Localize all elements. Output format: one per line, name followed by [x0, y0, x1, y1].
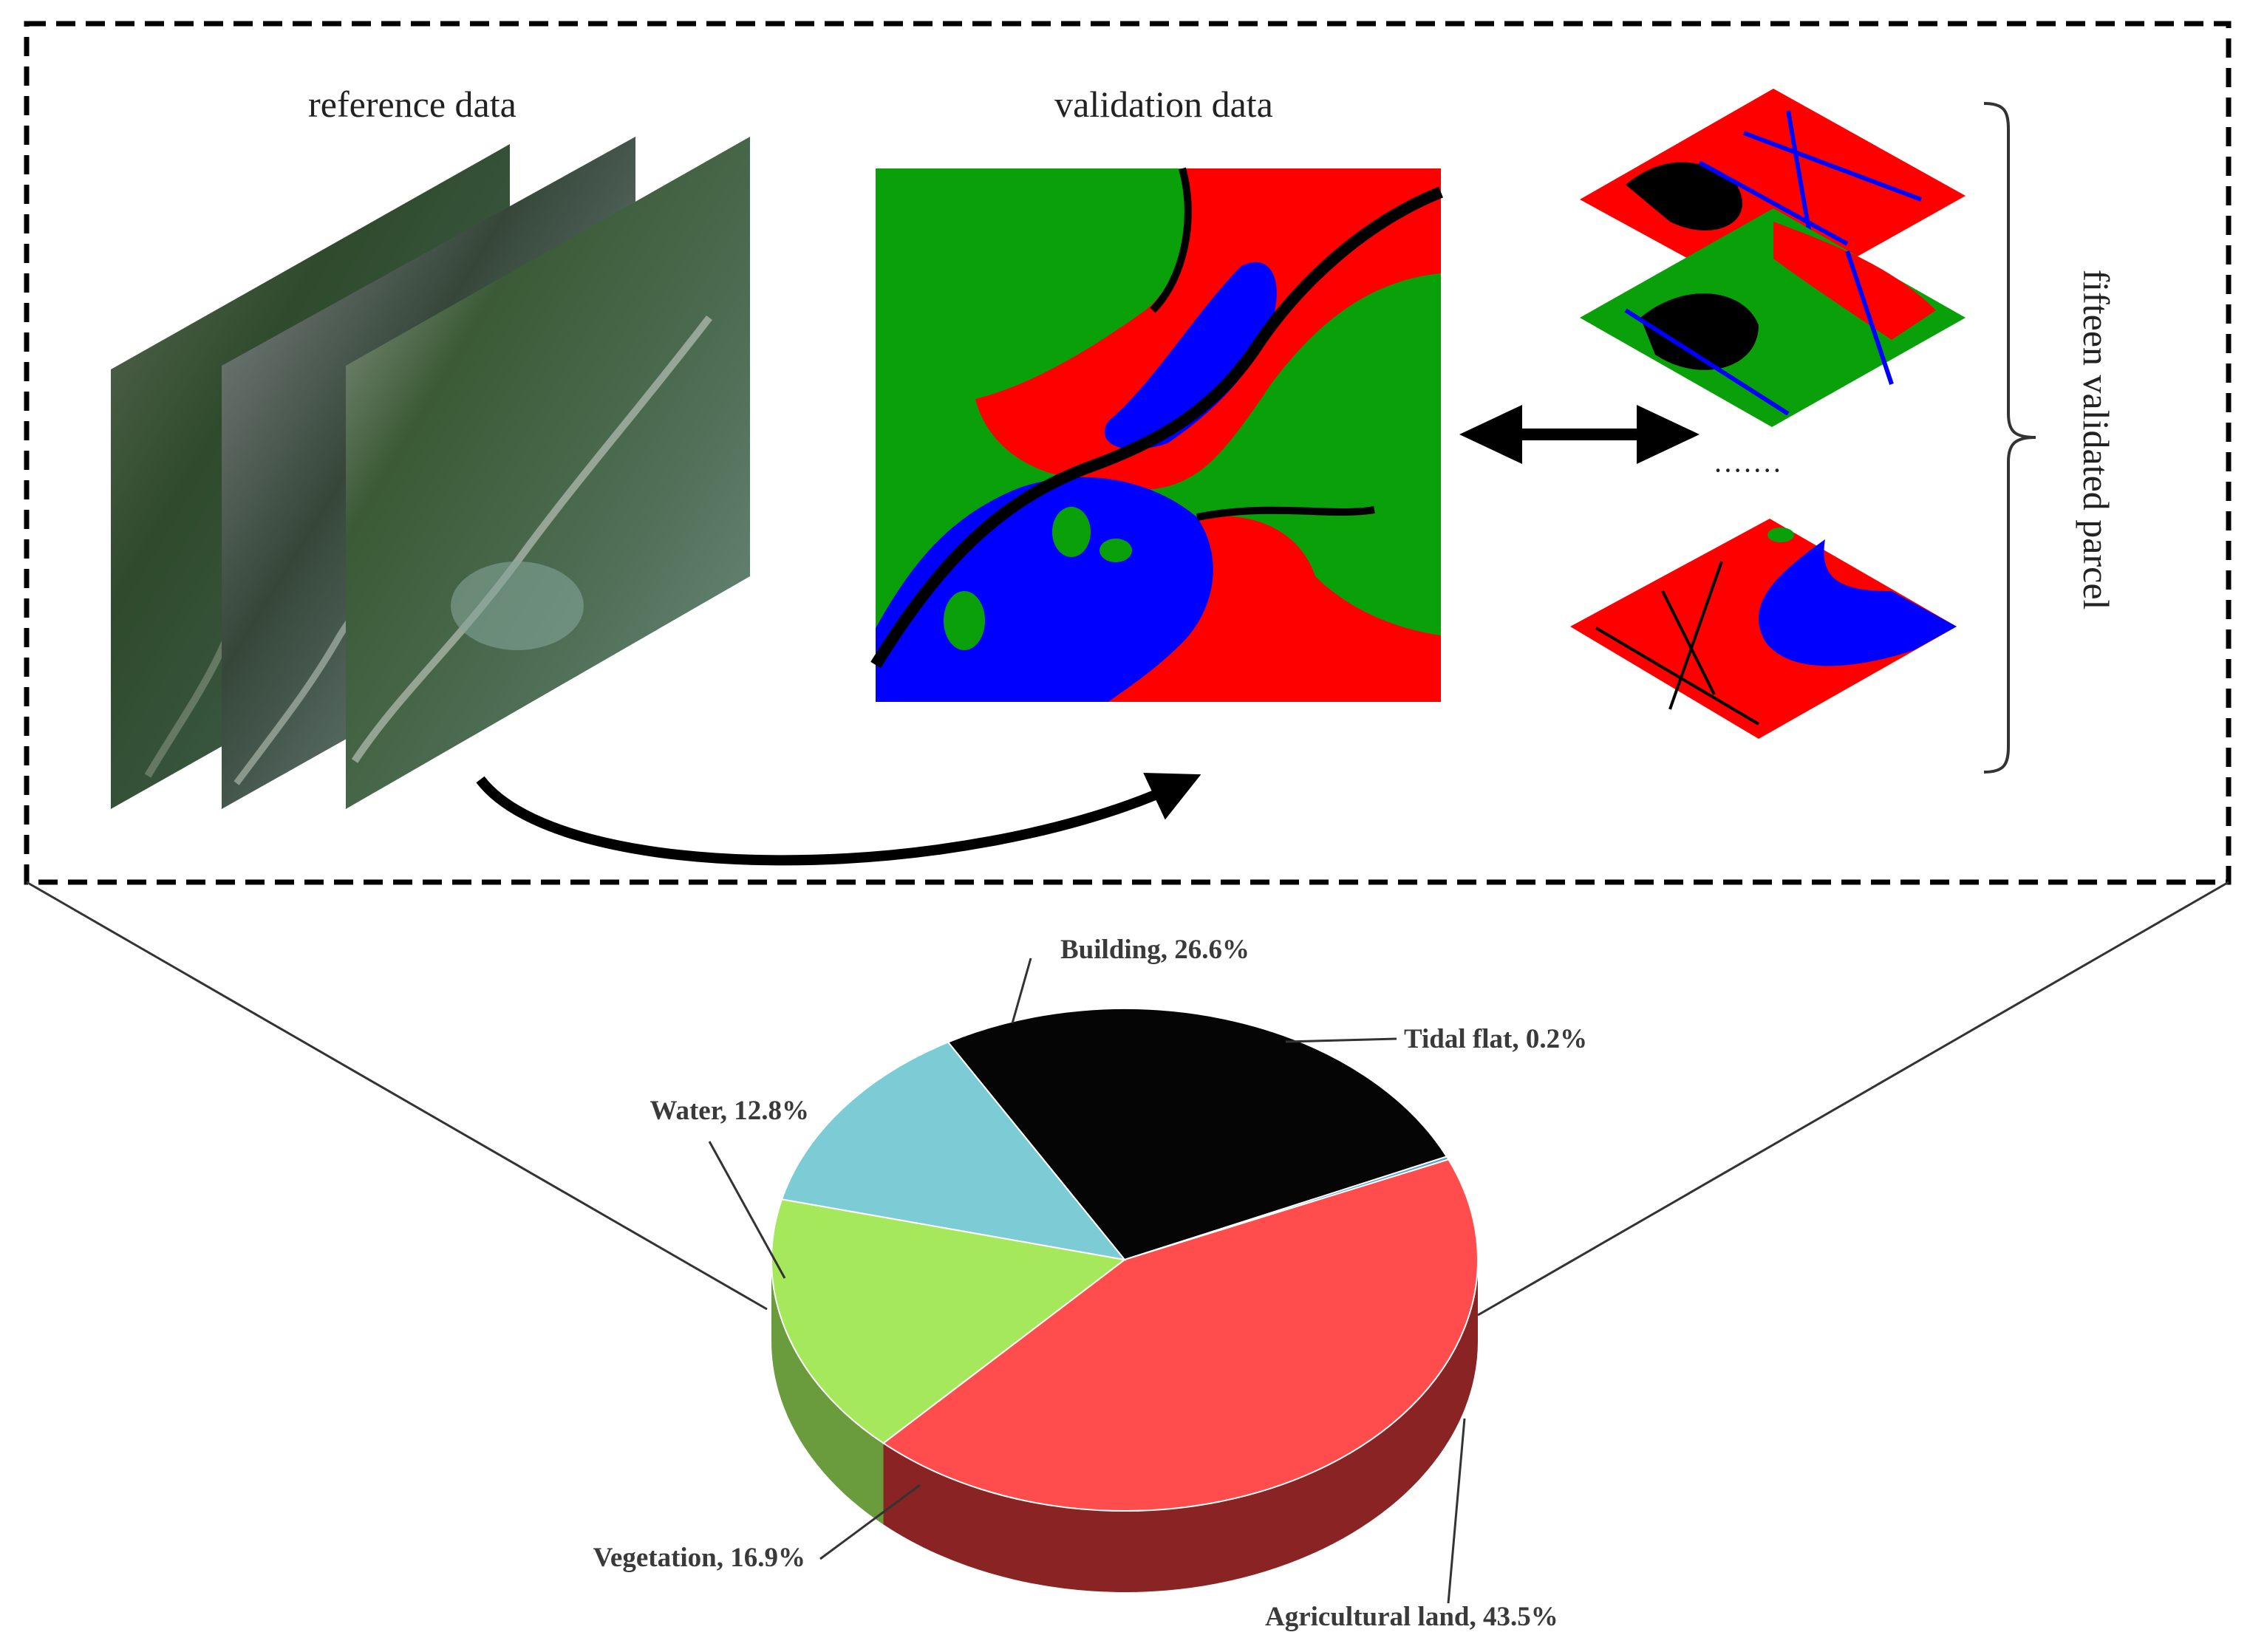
pie-side-vegetation — [771, 1260, 884, 1525]
satellite-image-front — [346, 137, 750, 809]
dashed-frame — [24, 21, 2232, 885]
connector-left — [26, 881, 768, 1311]
connector-right — [1477, 881, 2229, 1317]
parcel-diamond-1 — [1580, 89, 1966, 304]
parcel-bracket — [1983, 102, 2036, 774]
pie-slice-vegetation — [771, 1198, 1127, 1444]
leader-line-building — [1011, 958, 1032, 1024]
map-water-upper — [1104, 262, 1277, 450]
reference-data-title: reference data — [308, 83, 517, 125]
validation-data-title: validation data — [1054, 83, 1273, 125]
pie-label-building: Building, 26.6% — [1060, 935, 1250, 965]
pie-slice-water — [780, 1041, 1127, 1261]
pie-side-agricultural-land — [883, 1260, 1478, 1592]
pie-side-group — [771, 1260, 1478, 1592]
leader-line-water — [708, 1141, 786, 1279]
map-building-region-lower — [1108, 516, 1441, 702]
validation-map — [870, 167, 1443, 702]
double-arrow — [1459, 405, 1700, 464]
ellipsis-text: ······· — [1713, 454, 1782, 487]
leader-line-tidal-flat — [1285, 1037, 1397, 1043]
curved-arrow — [476, 773, 1201, 866]
pie-leader-lines — [708, 958, 1466, 1604]
pie-label-water: Water, 12.8% — [650, 1096, 809, 1126]
reference-image-stack — [111, 137, 750, 809]
leader-line-agricultural-land — [1447, 1418, 1466, 1604]
pie-slice-building — [947, 1008, 1448, 1261]
pie-label-tidal-flat: Tidal flat, 0.2% — [1404, 1024, 1587, 1054]
pie-label-agricultural-land: Agricultural land, 43.5% — [1265, 1602, 1558, 1632]
fifteen-validated-parcel-label: fifteen validated parcel — [2076, 270, 2117, 610]
leader-line-vegetation — [819, 1484, 921, 1560]
pie-labels: Building, 26.6% Tidal flat, 0.2% Agricultu… — [593, 935, 1588, 1632]
pie-top-group — [771, 1008, 1479, 1512]
pie-label-vegetation: Vegetation, 16.9% — [593, 1543, 805, 1573]
pie-slice-agricultural-land — [882, 1158, 1479, 1512]
parcel-stack — [1570, 89, 1966, 739]
